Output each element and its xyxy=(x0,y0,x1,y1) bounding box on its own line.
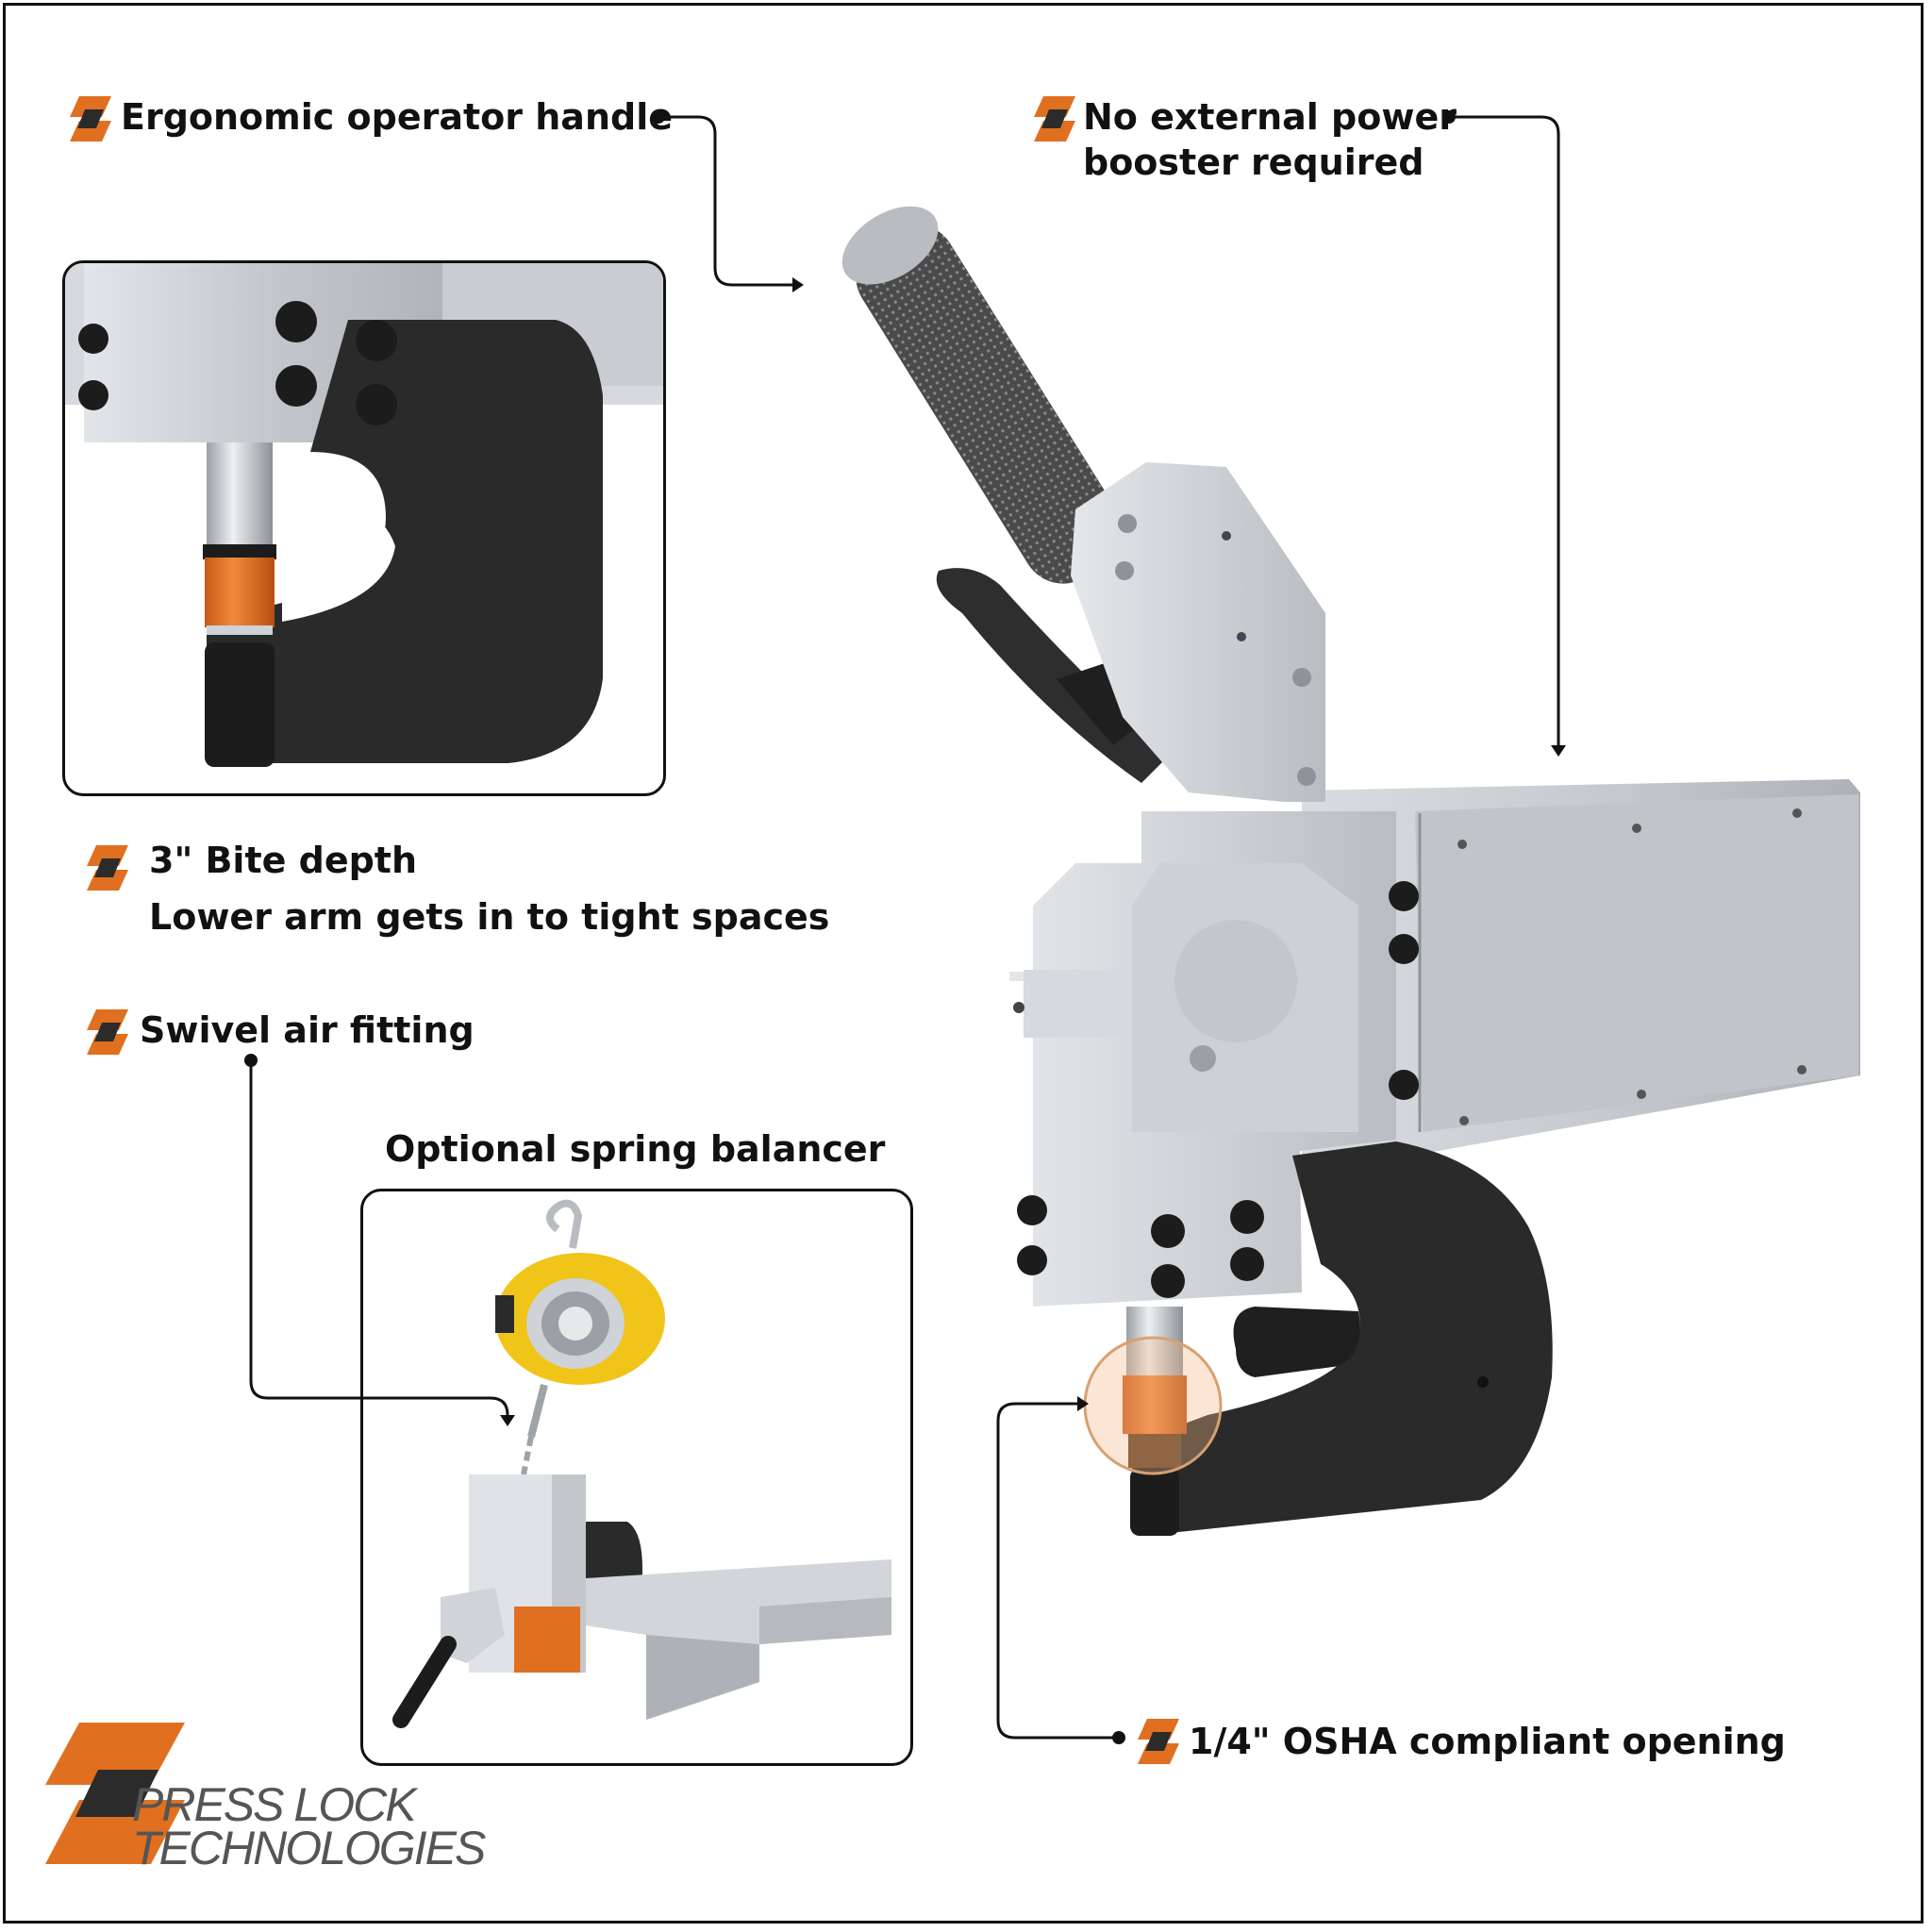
callout-handle: Ergonomic operator handle xyxy=(121,96,673,138)
lower-arm-detail-panel xyxy=(62,260,666,796)
press-lock-logo-mark xyxy=(45,1723,185,1864)
brand-line2: TECHNOLOGIES xyxy=(132,1822,486,1874)
callout-power-line1: No external power xyxy=(1083,96,1457,138)
osha-opening-highlight xyxy=(1083,1336,1223,1475)
operator-handle-grip xyxy=(856,224,1123,584)
spring-balancer-panel xyxy=(360,1189,913,1766)
image-frame xyxy=(3,3,1924,1924)
callout-power-line2: booster required xyxy=(1083,142,1424,183)
spring-balancer-render xyxy=(392,1199,891,1728)
lower-arm-detail-render xyxy=(65,263,663,767)
callout-swivel: Swivel air fitting xyxy=(140,1009,475,1051)
balancer-panel-title: Optional spring balancer xyxy=(385,1128,886,1170)
callout-osha: 1/4" OSHA compliant opening xyxy=(1189,1721,1786,1762)
handle-mount-plate xyxy=(1071,462,1325,802)
callout-bite-line2: Lower arm gets in to tight spaces xyxy=(149,896,830,938)
callout-leaders xyxy=(249,115,1560,1740)
brand-line1: PRESS LOCK xyxy=(132,1778,417,1831)
callout-bite-line1: 3" Bite depth xyxy=(149,840,418,881)
c-frame-lower-arm xyxy=(1132,1141,1553,1533)
punch-orange-collar xyxy=(1123,1375,1187,1434)
